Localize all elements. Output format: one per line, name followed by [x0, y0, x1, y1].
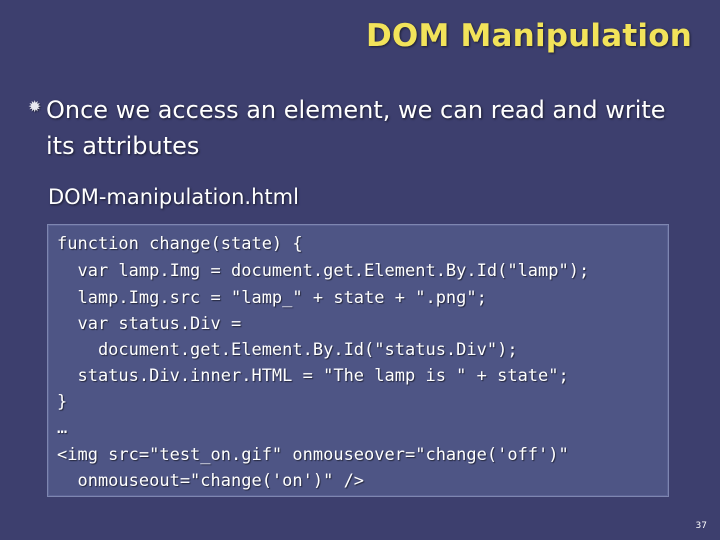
code-filename: DOM-manipulation.html [48, 185, 299, 209]
code-line: lamp.Img.src = "lamp_" + state + ".png"; [57, 288, 487, 308]
code-line: onmouseout="change('on')" /> [57, 471, 365, 491]
bullet-icon: ✹ [28, 97, 42, 116]
slide-title: DOM Manipulation [365, 18, 692, 54]
code-block: function change(state) { var lamp.Img = … [47, 224, 669, 497]
code-line: <img src="test_on.gif" onmouseover="chan… [57, 445, 569, 465]
code-line: var lamp.Img = document.get.Element.By.I… [57, 261, 590, 281]
code-line: } [57, 392, 68, 412]
code-line: var status.Div = [57, 314, 242, 334]
code-line: … [57, 418, 68, 438]
bullet-text: Once we access an element, we can read a… [46, 96, 666, 160]
page-number: 37 [695, 521, 707, 531]
code-line: document.get.Element.By.Id("status.Div")… [57, 340, 518, 360]
code-line: status.Div.inner.HTML = "The lamp is " +… [57, 366, 569, 386]
code-line: function change(state) { [57, 234, 303, 254]
